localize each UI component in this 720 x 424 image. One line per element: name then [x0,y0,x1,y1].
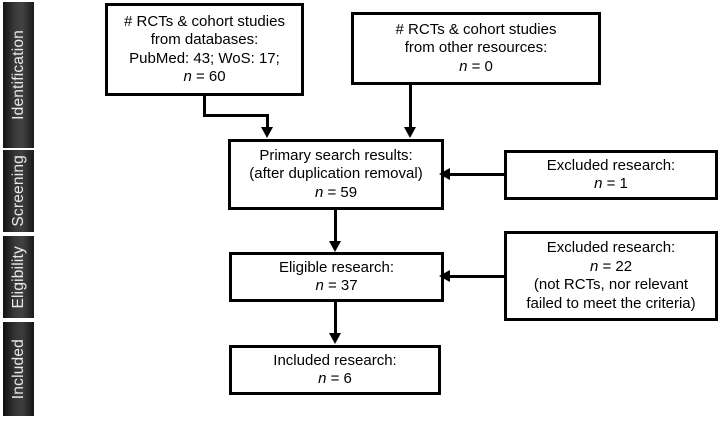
arrowhead-excluded-full-text-to-eligible [439,270,450,282]
node-included-research: Included research: n = 6 [229,345,441,395]
phase-band-screening: Screening [3,150,34,232]
node-primary-search-results: Primary search results: (after duplicati… [228,139,444,210]
n-symbol: n [589,257,599,275]
node-excluded-2-reason-line-1: (not RCTs, nor relevant [533,276,689,293]
node-excluded-1-count: n = 1 [594,175,628,194]
node-excluded-research-full-text: Excluded research: n = 22 (not RCTs, nor… [504,231,718,321]
node-records-from-databases: # RCTs & cohort studies from databases: … [105,3,304,96]
arrowhead-databases-to-primary [260,127,273,138]
node-databases-count: n = 60 [183,68,225,87]
connector-eligible-to-included [334,302,337,334]
connector-databases-to-primary-segment-1 [203,96,206,117]
node-databases-count-value: = 60 [191,68,226,85]
node-databases-line-2: from databases: [150,31,259,48]
node-eligible-research: Eligible research: n = 37 [229,252,444,302]
node-other-sources-line-2: from other resources: [404,39,548,57]
node-primary-count-value: = 59 [323,183,358,201]
node-records-from-other-resources: # RCTs & cohort studies from other resou… [351,12,601,85]
n-symbol: n [314,183,324,201]
connector-excluded-full-text-to-eligible [450,275,506,278]
phase-band-eligibility: Eligibility [3,236,34,318]
phase-band-included: Included [3,322,34,416]
n-symbol: n [459,57,468,75]
node-excluded-1-count-value: = 1 [602,175,628,192]
node-eligible-count-value: = 37 [323,277,358,294]
node-excluded-2-reason-line-2: failed to meet the criteria) [526,294,696,312]
phase-label-included: Included [10,338,27,400]
phase-label-identification: Identification [10,30,27,120]
phase-rail: Identification Screening Eligibility Inc… [3,0,34,424]
node-databases-line-1: # RCTs & cohort studies [124,12,285,30]
node-primary-line-2: (after duplication removal) [249,165,423,183]
n-symbol: n [594,175,603,192]
node-included-line-1: Included research: [273,351,397,369]
node-excluded-1-line-1: Excluded research: [546,156,676,174]
connector-excluded-duplicates-to-primary [450,173,506,176]
phase-label-screening: Screening [10,155,27,227]
node-included-count-value: = 6 [326,370,352,387]
connector-databases-to-primary-segment-2 [203,114,269,117]
phase-label-eligibility: Eligibility [10,245,27,309]
node-other-sources-count: n = 0 [459,58,493,77]
node-included-count: n = 6 [318,370,352,389]
arrowhead-other-resources-to-primary [403,127,416,138]
node-databases-line-3: PubMed: 43; WoS: 17; [129,49,280,67]
node-eligible-line-1: Eligible research: [278,258,395,276]
node-excluded-2-line-1: Excluded research: [546,239,676,256]
connector-primary-to-eligible [334,210,337,242]
connector-other-resources-to-primary [409,85,412,128]
n-symbol: n [318,370,327,387]
node-excluded-2-count: n = 22 [590,258,632,277]
arrowhead-excluded-duplicates-to-primary [439,168,450,180]
n-symbol: n [183,68,192,85]
arrowhead-primary-to-eligible [328,241,341,252]
node-other-sources-line-1: # RCTs & cohort studies [395,20,557,38]
node-primary-line-1: Primary search results: [259,146,413,164]
arrowhead-eligible-to-included [328,333,341,344]
phase-band-identification: Identification [3,2,34,148]
node-primary-count: n = 59 [315,184,357,203]
node-excluded-2-count-value: = 22 [598,257,633,275]
n-symbol: n [315,277,324,294]
node-eligible-count: n = 37 [315,277,357,296]
node-excluded-duplicates: Excluded research: n = 1 [504,150,718,200]
connector-databases-to-primary-segment-3 [266,114,269,128]
node-other-sources-count-value: = 0 [467,57,493,75]
